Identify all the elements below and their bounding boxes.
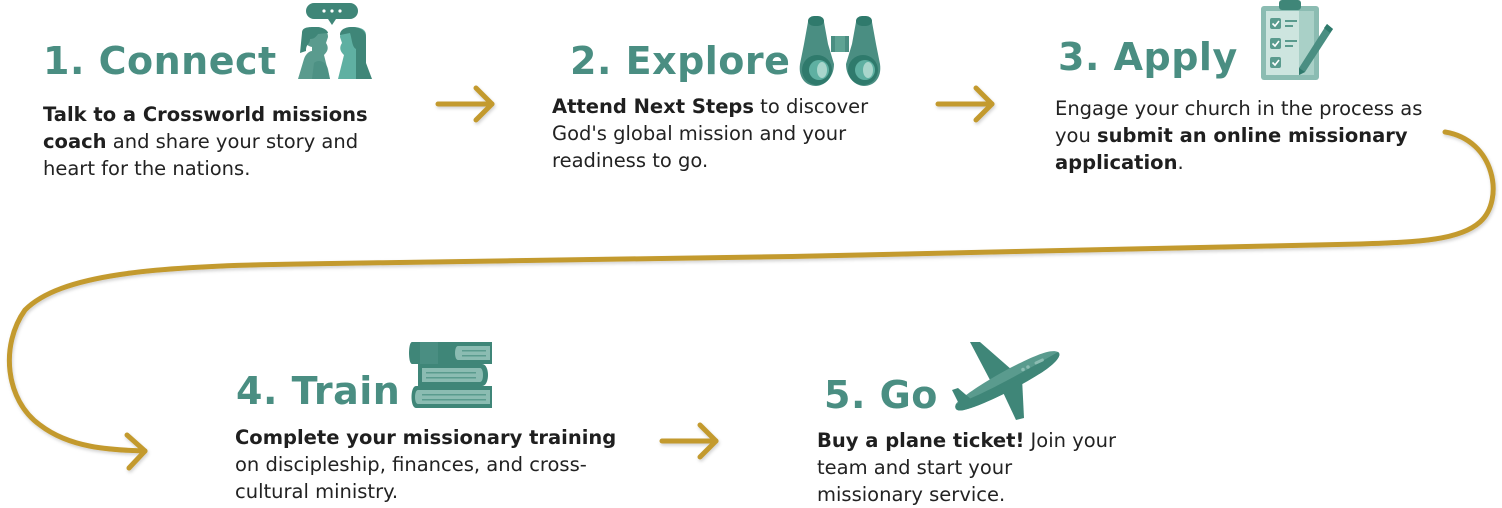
step-description: Buy a plane ticket! Join your team and s… (817, 427, 1117, 508)
arrow-right-icon-3 (659, 422, 719, 460)
step-description-bold: Talk to a Crossworld missions coach (43, 103, 368, 153)
binoculars-icon (799, 16, 881, 86)
step-description-text: Engage your church in the process as you (1055, 97, 1423, 147)
step-title: 3. Apply (1058, 35, 1238, 79)
step-description-text: on discipleship, finances, and cross-cul… (235, 453, 587, 503)
two-people-talking-icon (298, 3, 372, 79)
step-title: 5. Go (824, 373, 938, 417)
step-description-bold: Buy a plane ticket! (817, 429, 1025, 452)
step-description-text: Join your team and start your missionary… (817, 429, 1117, 506)
step-title: 2. Explore (570, 39, 791, 83)
arrow-right-icon-1 (435, 85, 495, 123)
step-title: 1. Connect (43, 39, 277, 83)
step-description: Complete your missionary training on dis… (235, 424, 625, 505)
step-title: 4. Train (236, 369, 401, 413)
step-description-text-end: . (1177, 151, 1184, 174)
step-description-text: and share your story and heart for the n… (43, 130, 359, 180)
step-description-bold: Attend Next Steps (552, 95, 754, 118)
arrow-right-icon-2 (935, 85, 995, 123)
airplane-icon (952, 342, 1060, 420)
clipboard-checklist-icon (1261, 0, 1333, 80)
step-description: Talk to a Crossworld missions coach and … (43, 101, 413, 182)
step-description: Attend Next Steps to discover God's glob… (552, 93, 912, 174)
step-description: Engage your church in the process as you… (1055, 95, 1455, 176)
step-description-text: to discover God's global mission and you… (552, 95, 869, 172)
stacked-books-icon (409, 342, 492, 408)
step-description-bold: Complete your missionary training (235, 426, 617, 449)
curved-arrow-connector (6, 129, 1496, 471)
step-description-bold: submit an online missionary application (1055, 124, 1408, 174)
